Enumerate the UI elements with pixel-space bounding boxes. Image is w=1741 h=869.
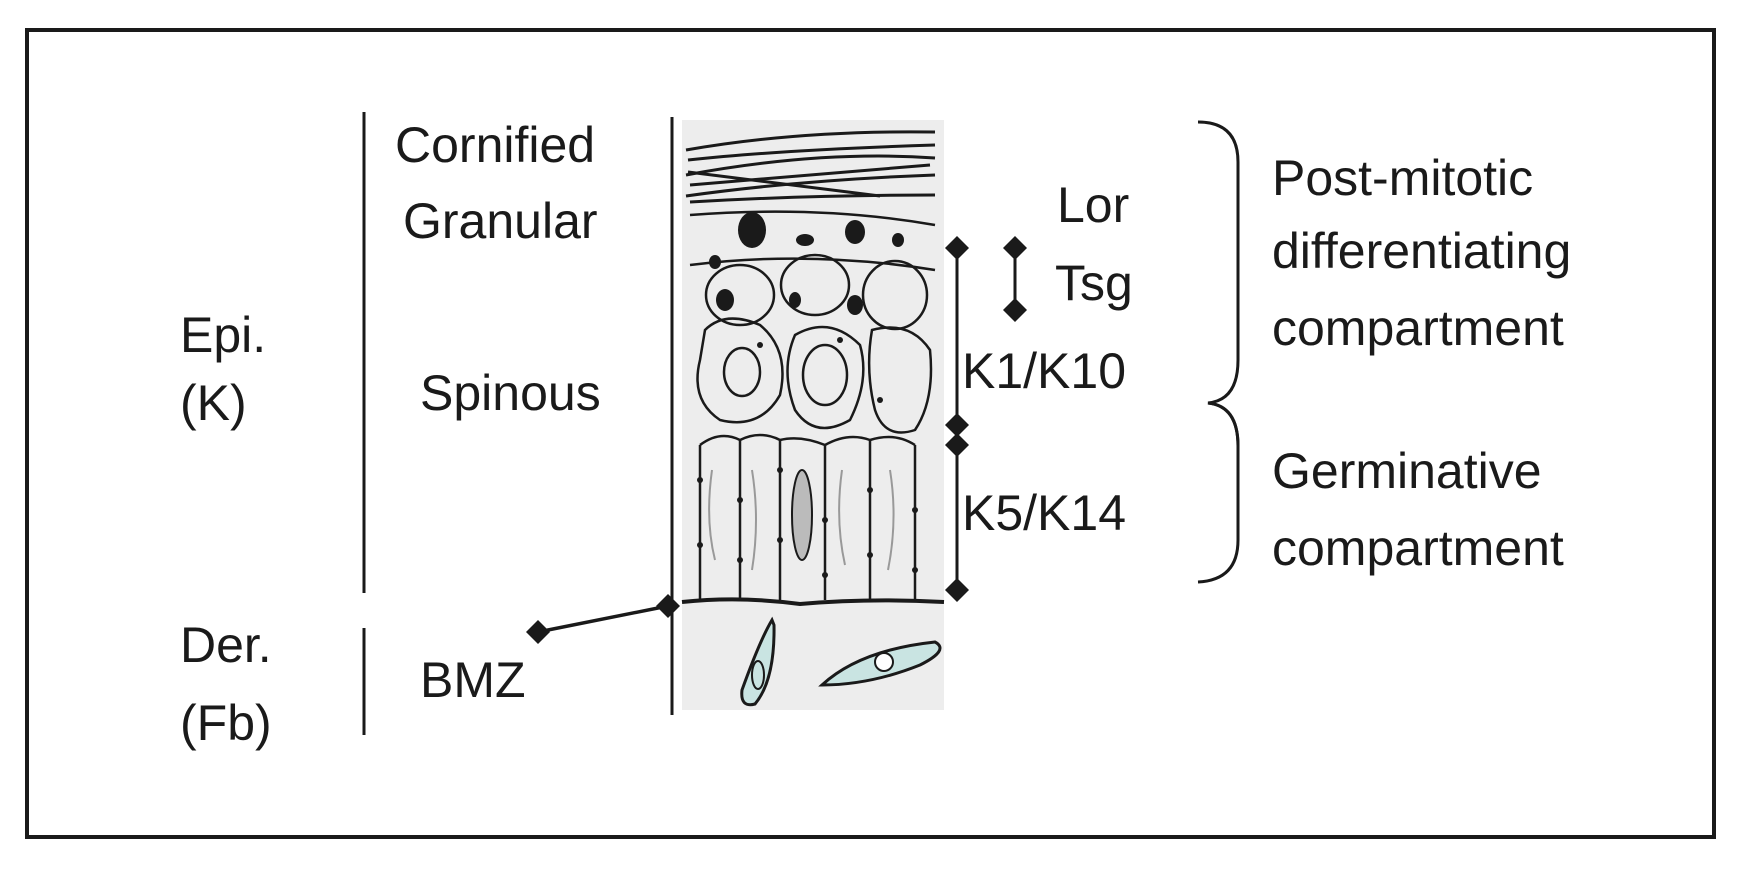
germinative-brace (1197, 401, 1240, 584)
k5k14-span (945, 433, 969, 602)
epidermis-illustration (681, 120, 945, 710)
basement-membrane (681, 597, 945, 607)
dermis-label-line1: Der. (180, 617, 272, 673)
post-mitotic-label-line2: differentiating (1272, 223, 1571, 279)
germinative-label-line2: compartment (1272, 520, 1564, 576)
bmz-label: BMZ (420, 652, 526, 708)
dermis-label-line2: (Fb) (180, 695, 272, 751)
epidermis-label-line1: Epi. (180, 307, 266, 363)
lor-label: Lor (1057, 177, 1129, 233)
tsg-label: Tsg (1055, 255, 1133, 311)
cornified-layer-label: Cornified (395, 117, 595, 173)
k1k10-label: K1/K10 (962, 343, 1126, 399)
bmz-pointer (526, 594, 680, 644)
lor-tsg-span (1003, 236, 1027, 322)
post-mitotic-label-line3: compartment (1272, 300, 1564, 356)
figure-frame (25, 28, 1716, 839)
k5k14-label: K5/K14 (962, 485, 1126, 541)
post-mitotic-label-line1: Post-mitotic (1272, 150, 1533, 206)
granular-layer-label: Granular (403, 193, 598, 249)
post-mitotic-brace (1197, 120, 1240, 540)
epidermis-label-line2: (K) (180, 375, 247, 431)
spinous-layer-label: Spinous (420, 365, 601, 421)
k1k10-span (945, 236, 969, 437)
germinative-label-line1: Germinative (1272, 443, 1542, 499)
fibroblasts (740, 616, 942, 707)
